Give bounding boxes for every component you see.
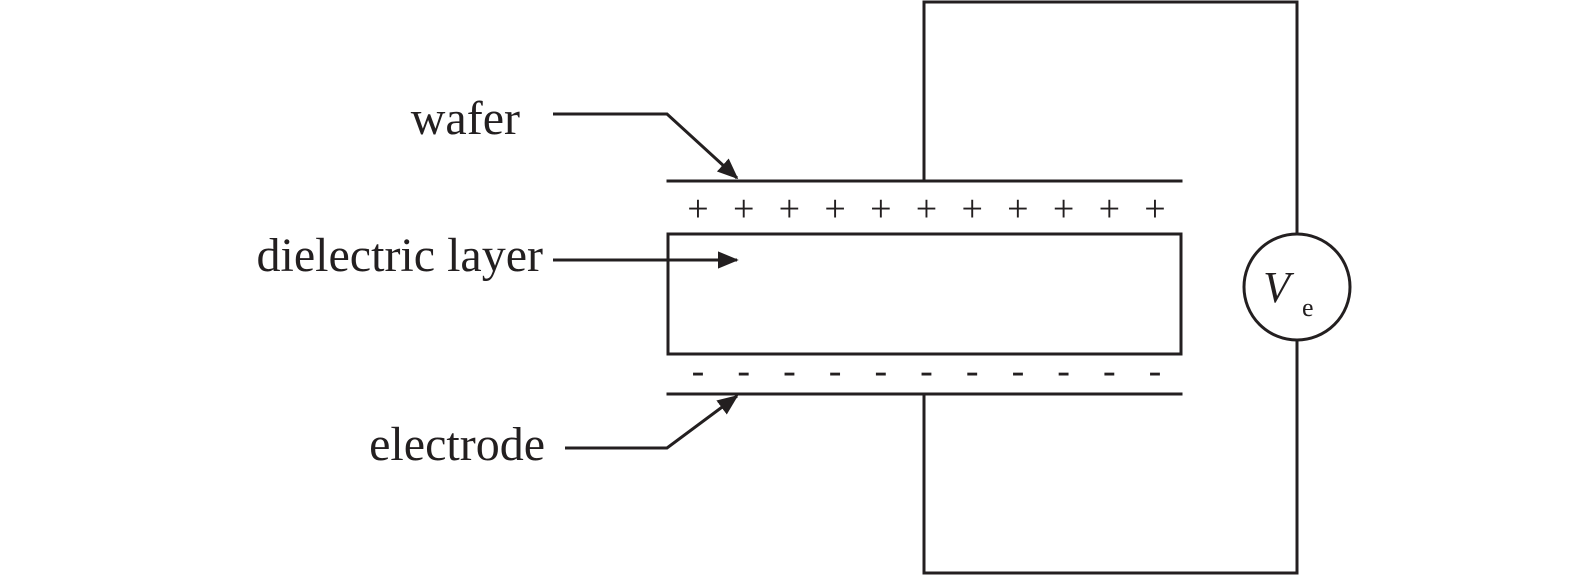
negative-charge: - (920, 350, 933, 392)
negative-charge: - (829, 350, 842, 392)
negative-charge: - (874, 350, 887, 392)
positive-charge: + (870, 188, 891, 230)
positive-charge: + (1007, 188, 1028, 230)
negative-charge: - (692, 350, 705, 392)
positive-charge: + (961, 188, 982, 230)
negative-charge: - (1149, 350, 1162, 392)
positive-charge: + (1053, 188, 1074, 230)
arrow-icon (565, 394, 739, 450)
svg-text:e: e (1302, 293, 1314, 322)
voltage-subscript: e (1302, 293, 1314, 322)
positive-charge: + (824, 188, 845, 230)
positive-charge: + (1099, 188, 1120, 230)
wafer-label: wafer (411, 92, 520, 145)
dielectric-layer (666, 232, 1183, 356)
voltmeter-icon: V e (1242, 232, 1352, 342)
circuit-wire-top (922, 0, 1299, 236)
negative-charge: - (1012, 350, 1025, 392)
circuit-wire-bottom (922, 339, 1299, 575)
positive-charge: + (733, 188, 754, 230)
dielectric-label: dielectric layer (257, 229, 543, 282)
negative-charge: - (737, 350, 750, 392)
negative-charges: ----------- (692, 350, 1162, 392)
arrow-icon (553, 112, 739, 180)
positive-charge: + (1144, 188, 1165, 230)
positive-charge: + (916, 188, 937, 230)
negative-charge: - (783, 350, 796, 392)
positive-charge: + (687, 188, 708, 230)
positive-charges: + + + + + + + + + + + (687, 188, 1165, 230)
negative-charge: - (1057, 350, 1070, 392)
negative-charge: - (1103, 350, 1116, 392)
electrode-label: electrode (369, 418, 545, 471)
negative-charge: - (966, 350, 979, 392)
voltage-symbol: V (1263, 263, 1295, 312)
positive-charge: + (779, 188, 800, 230)
svg-text:V: V (1263, 263, 1295, 312)
